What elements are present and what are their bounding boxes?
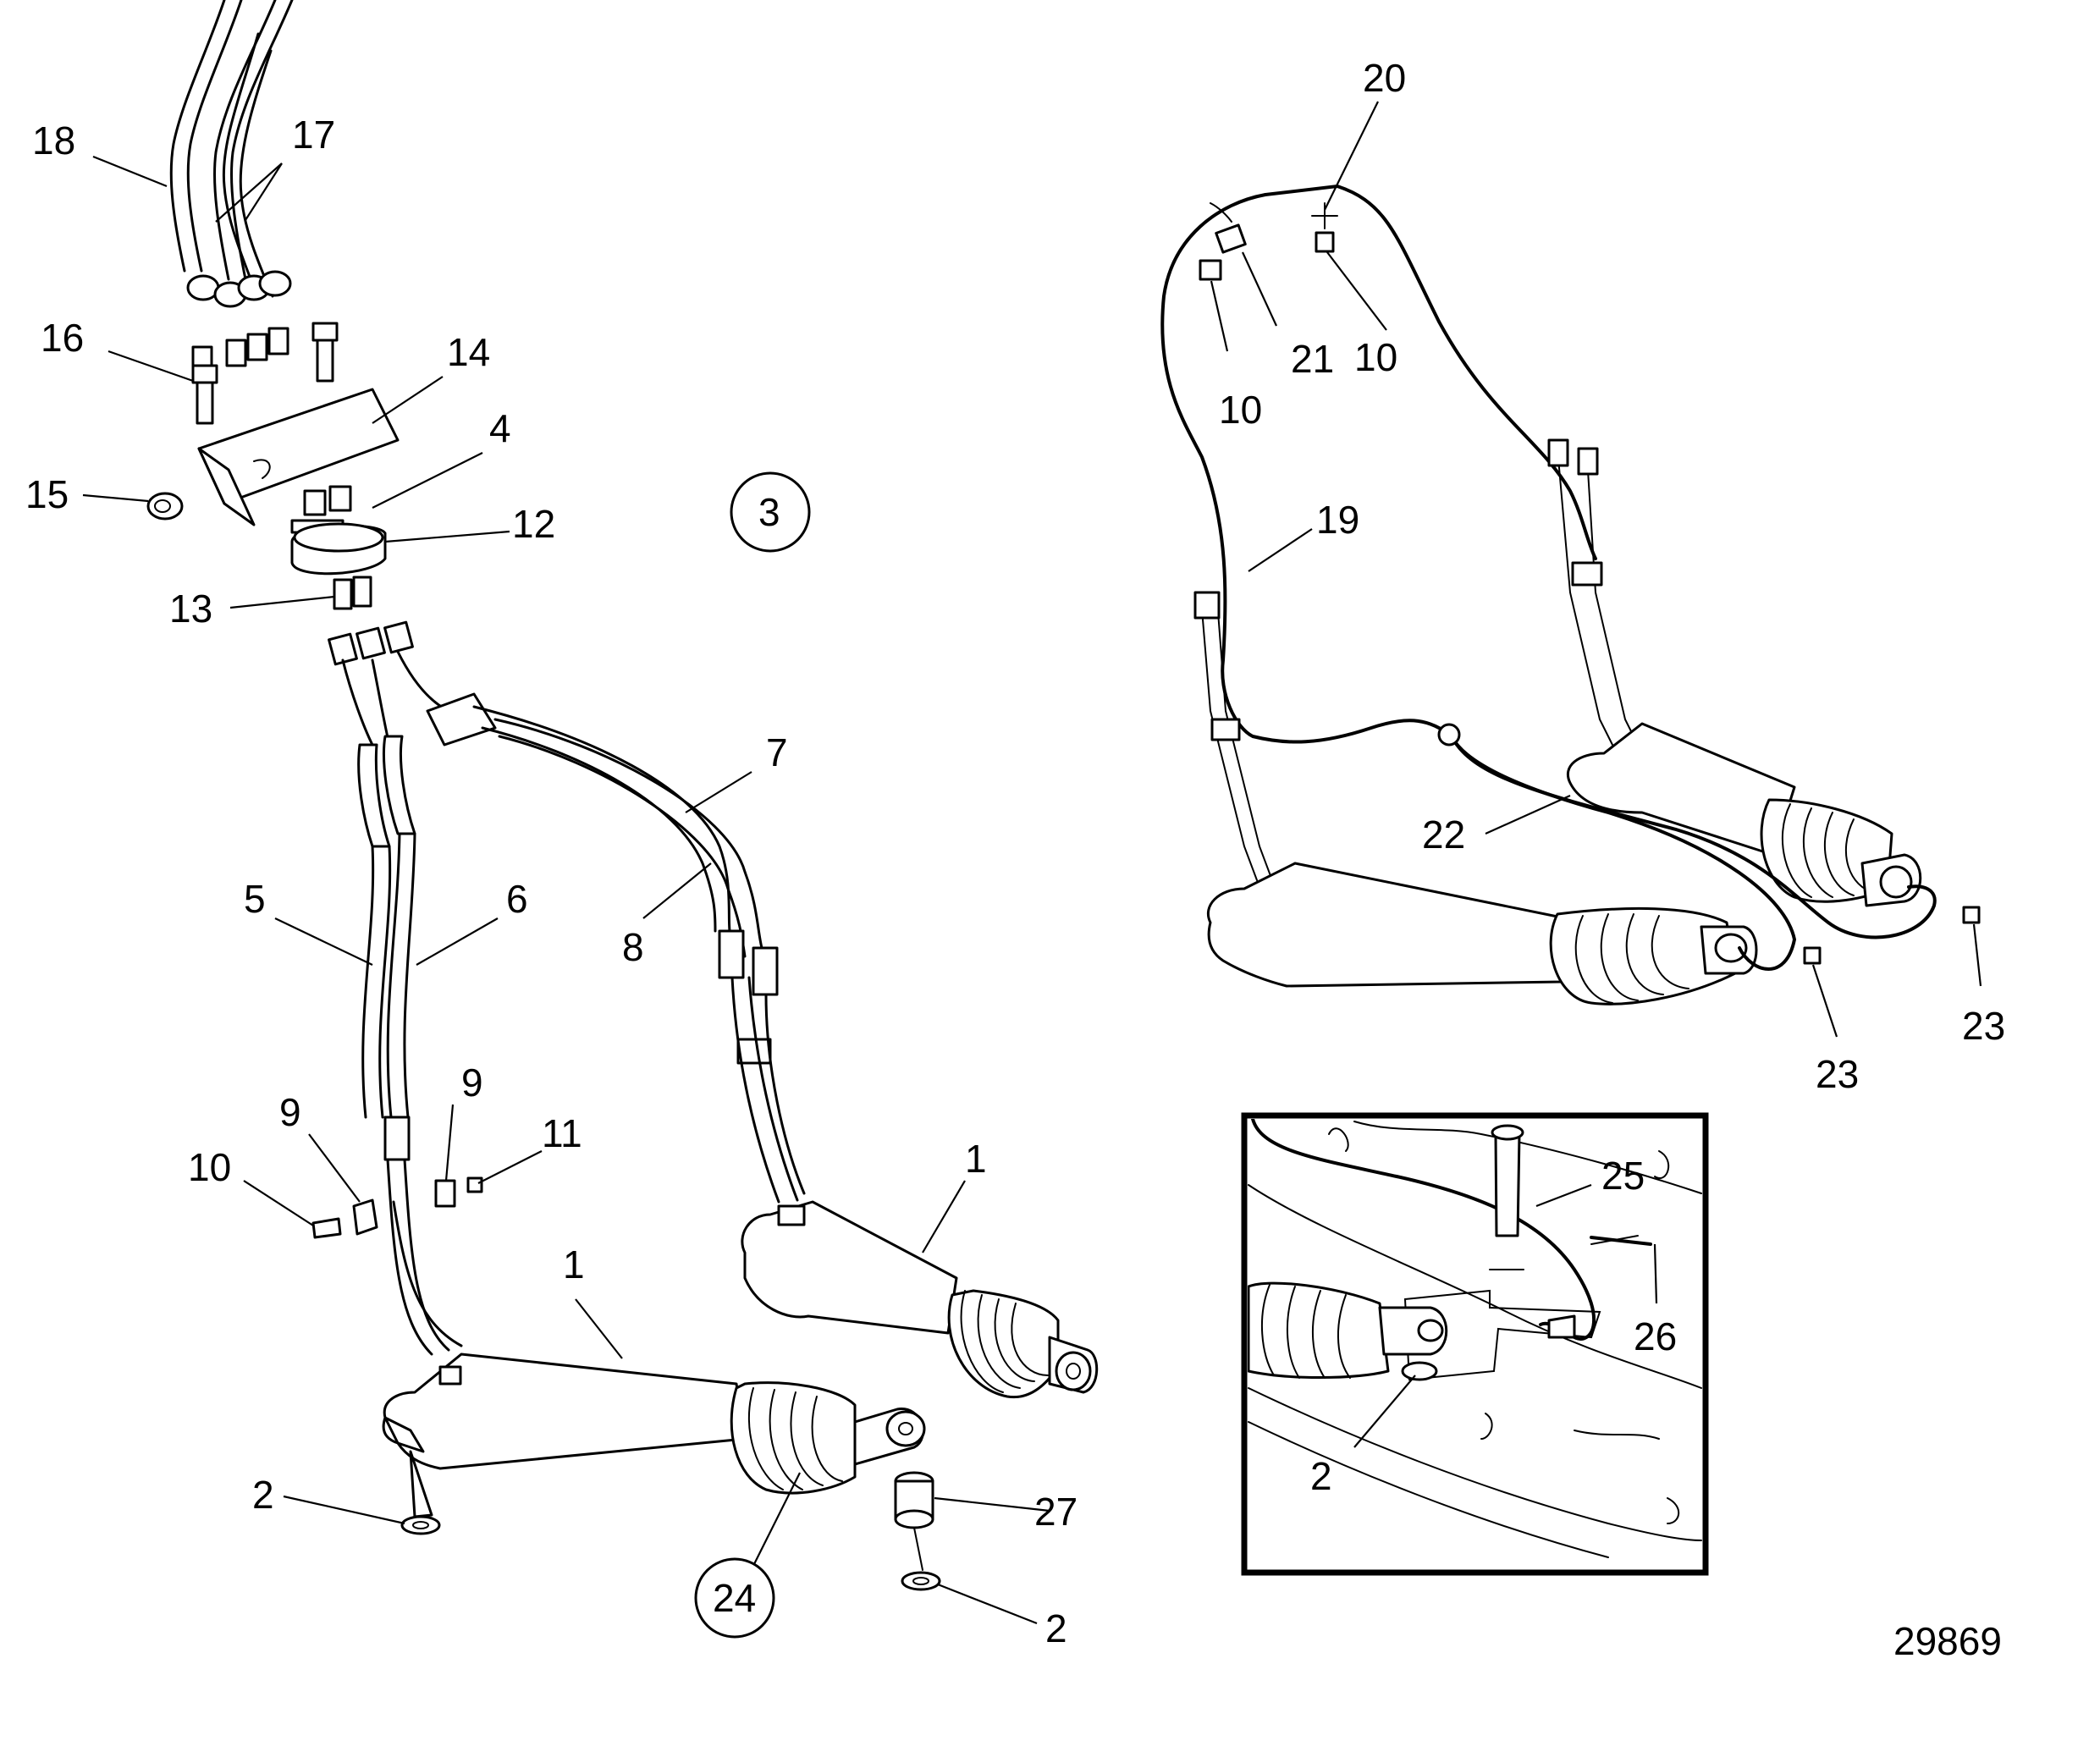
callout-2-inset: 2 [1310, 1454, 1332, 1498]
callout-9-right: 9 [461, 1061, 483, 1105]
adapter-12 [290, 485, 387, 610]
upper-hoses [169, 0, 294, 374]
clamp-hardware [311, 1176, 483, 1239]
leader-lines [82, 101, 1982, 1625]
callout-26: 26 [1634, 1314, 1677, 1358]
callout-labels: 18 17 16 14 4 15 12 13 3 7 8 5 6 9 9 11 … [25, 56, 2005, 1650]
callout-13: 13 [169, 587, 212, 631]
callout-4: 4 [489, 406, 511, 450]
callout-1-lower: 1 [563, 1242, 585, 1286]
bushing-27 [894, 1471, 934, 1571]
valve-block-14 [197, 388, 400, 526]
callout-18: 18 [32, 118, 75, 163]
right-assembly [1160, 184, 1981, 1005]
callout-23-left: 23 [1816, 1052, 1859, 1096]
figure-number: 29869 [1893, 1619, 2002, 1663]
cylinder-1-lower [382, 1353, 926, 1518]
callout-21: 21 [1291, 337, 1334, 381]
callout-23-right: 23 [1962, 1004, 2005, 1048]
callout-22: 22 [1422, 813, 1465, 857]
left-assembly [146, 0, 1099, 1591]
callout-11: 11 [542, 1111, 582, 1155]
callout-5: 5 [244, 877, 266, 921]
ref-circle-24 [694, 1557, 775, 1639]
callout-27: 27 [1034, 1490, 1078, 1534]
cylinder-1-right [741, 1200, 1099, 1399]
callout-17: 17 [292, 113, 335, 157]
callout-7: 7 [766, 730, 788, 774]
hoses-7-8 [396, 650, 806, 1204]
ref-circle-3 [730, 471, 811, 553]
callout-16: 16 [41, 316, 84, 360]
lower-hose-fittings [328, 620, 414, 666]
callout-2-bottom: 2 [1045, 1606, 1067, 1650]
plug-15 [146, 492, 184, 521]
callout-19: 19 [1316, 498, 1359, 542]
callout-2-left: 2 [252, 1473, 274, 1517]
callout-14: 14 [447, 330, 490, 374]
hoses-5-6 [341, 658, 463, 1356]
callout-9-left: 9 [279, 1090, 301, 1134]
callout-10-left: 10 [188, 1145, 231, 1189]
callout-12: 12 [512, 502, 555, 546]
washers-2 [400, 1515, 941, 1591]
callout-10-top-right: 10 [1354, 335, 1397, 379]
callout-8: 8 [622, 925, 644, 969]
callout-1-right: 1 [965, 1137, 987, 1181]
callout-6: 6 [506, 877, 528, 921]
bolts-16 [191, 322, 339, 425]
callout-3: 3 [758, 490, 780, 534]
callout-25: 25 [1601, 1154, 1645, 1198]
inset-detail [1241, 1112, 1709, 1576]
callout-24: 24 [713, 1576, 756, 1620]
callout-20: 20 [1363, 56, 1406, 100]
callout-10-top-left: 10 [1219, 388, 1262, 432]
callout-15: 15 [25, 472, 69, 516]
